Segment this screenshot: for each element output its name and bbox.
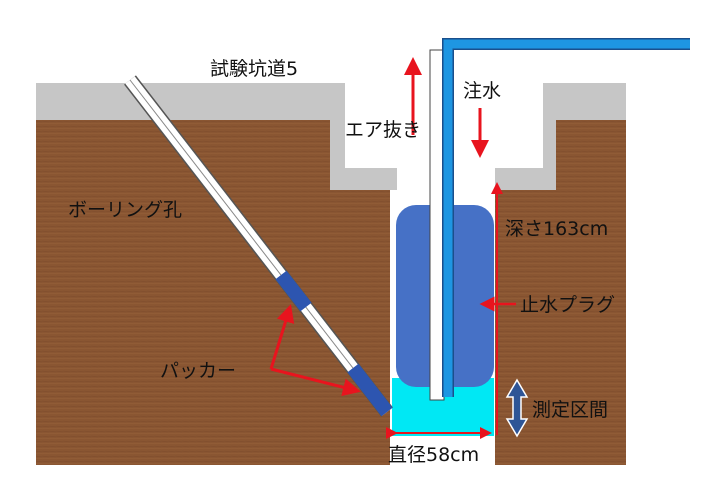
double-arrow-vertical-icon (505, 378, 529, 438)
depth-label: 深さ163cm (505, 218, 608, 240)
soil-ground (36, 120, 626, 465)
tunnel-title: 試験坑道5 (210, 58, 298, 80)
stop-plug-label: 止水プラグ (520, 294, 615, 316)
water-injection-label: 注水 (463, 80, 501, 102)
air-vent-pipe (429, 49, 445, 401)
packer-lower (347, 363, 393, 417)
inclined-borehole (124, 75, 393, 417)
concrete-floor (36, 83, 397, 190)
borehole-label: ボーリング孔 (68, 199, 182, 221)
packer-pointer-lower (270, 367, 361, 397)
packer-label: パッカー (160, 360, 236, 382)
packer-upper (275, 270, 312, 312)
diameter-label: 直径58cm (388, 444, 479, 466)
concrete-floor-right (495, 83, 626, 190)
packer-pointer-upper (269, 304, 295, 370)
measurement-section-label: 測定区間 (532, 399, 608, 421)
air-vent-label: エア抜き (345, 119, 421, 141)
